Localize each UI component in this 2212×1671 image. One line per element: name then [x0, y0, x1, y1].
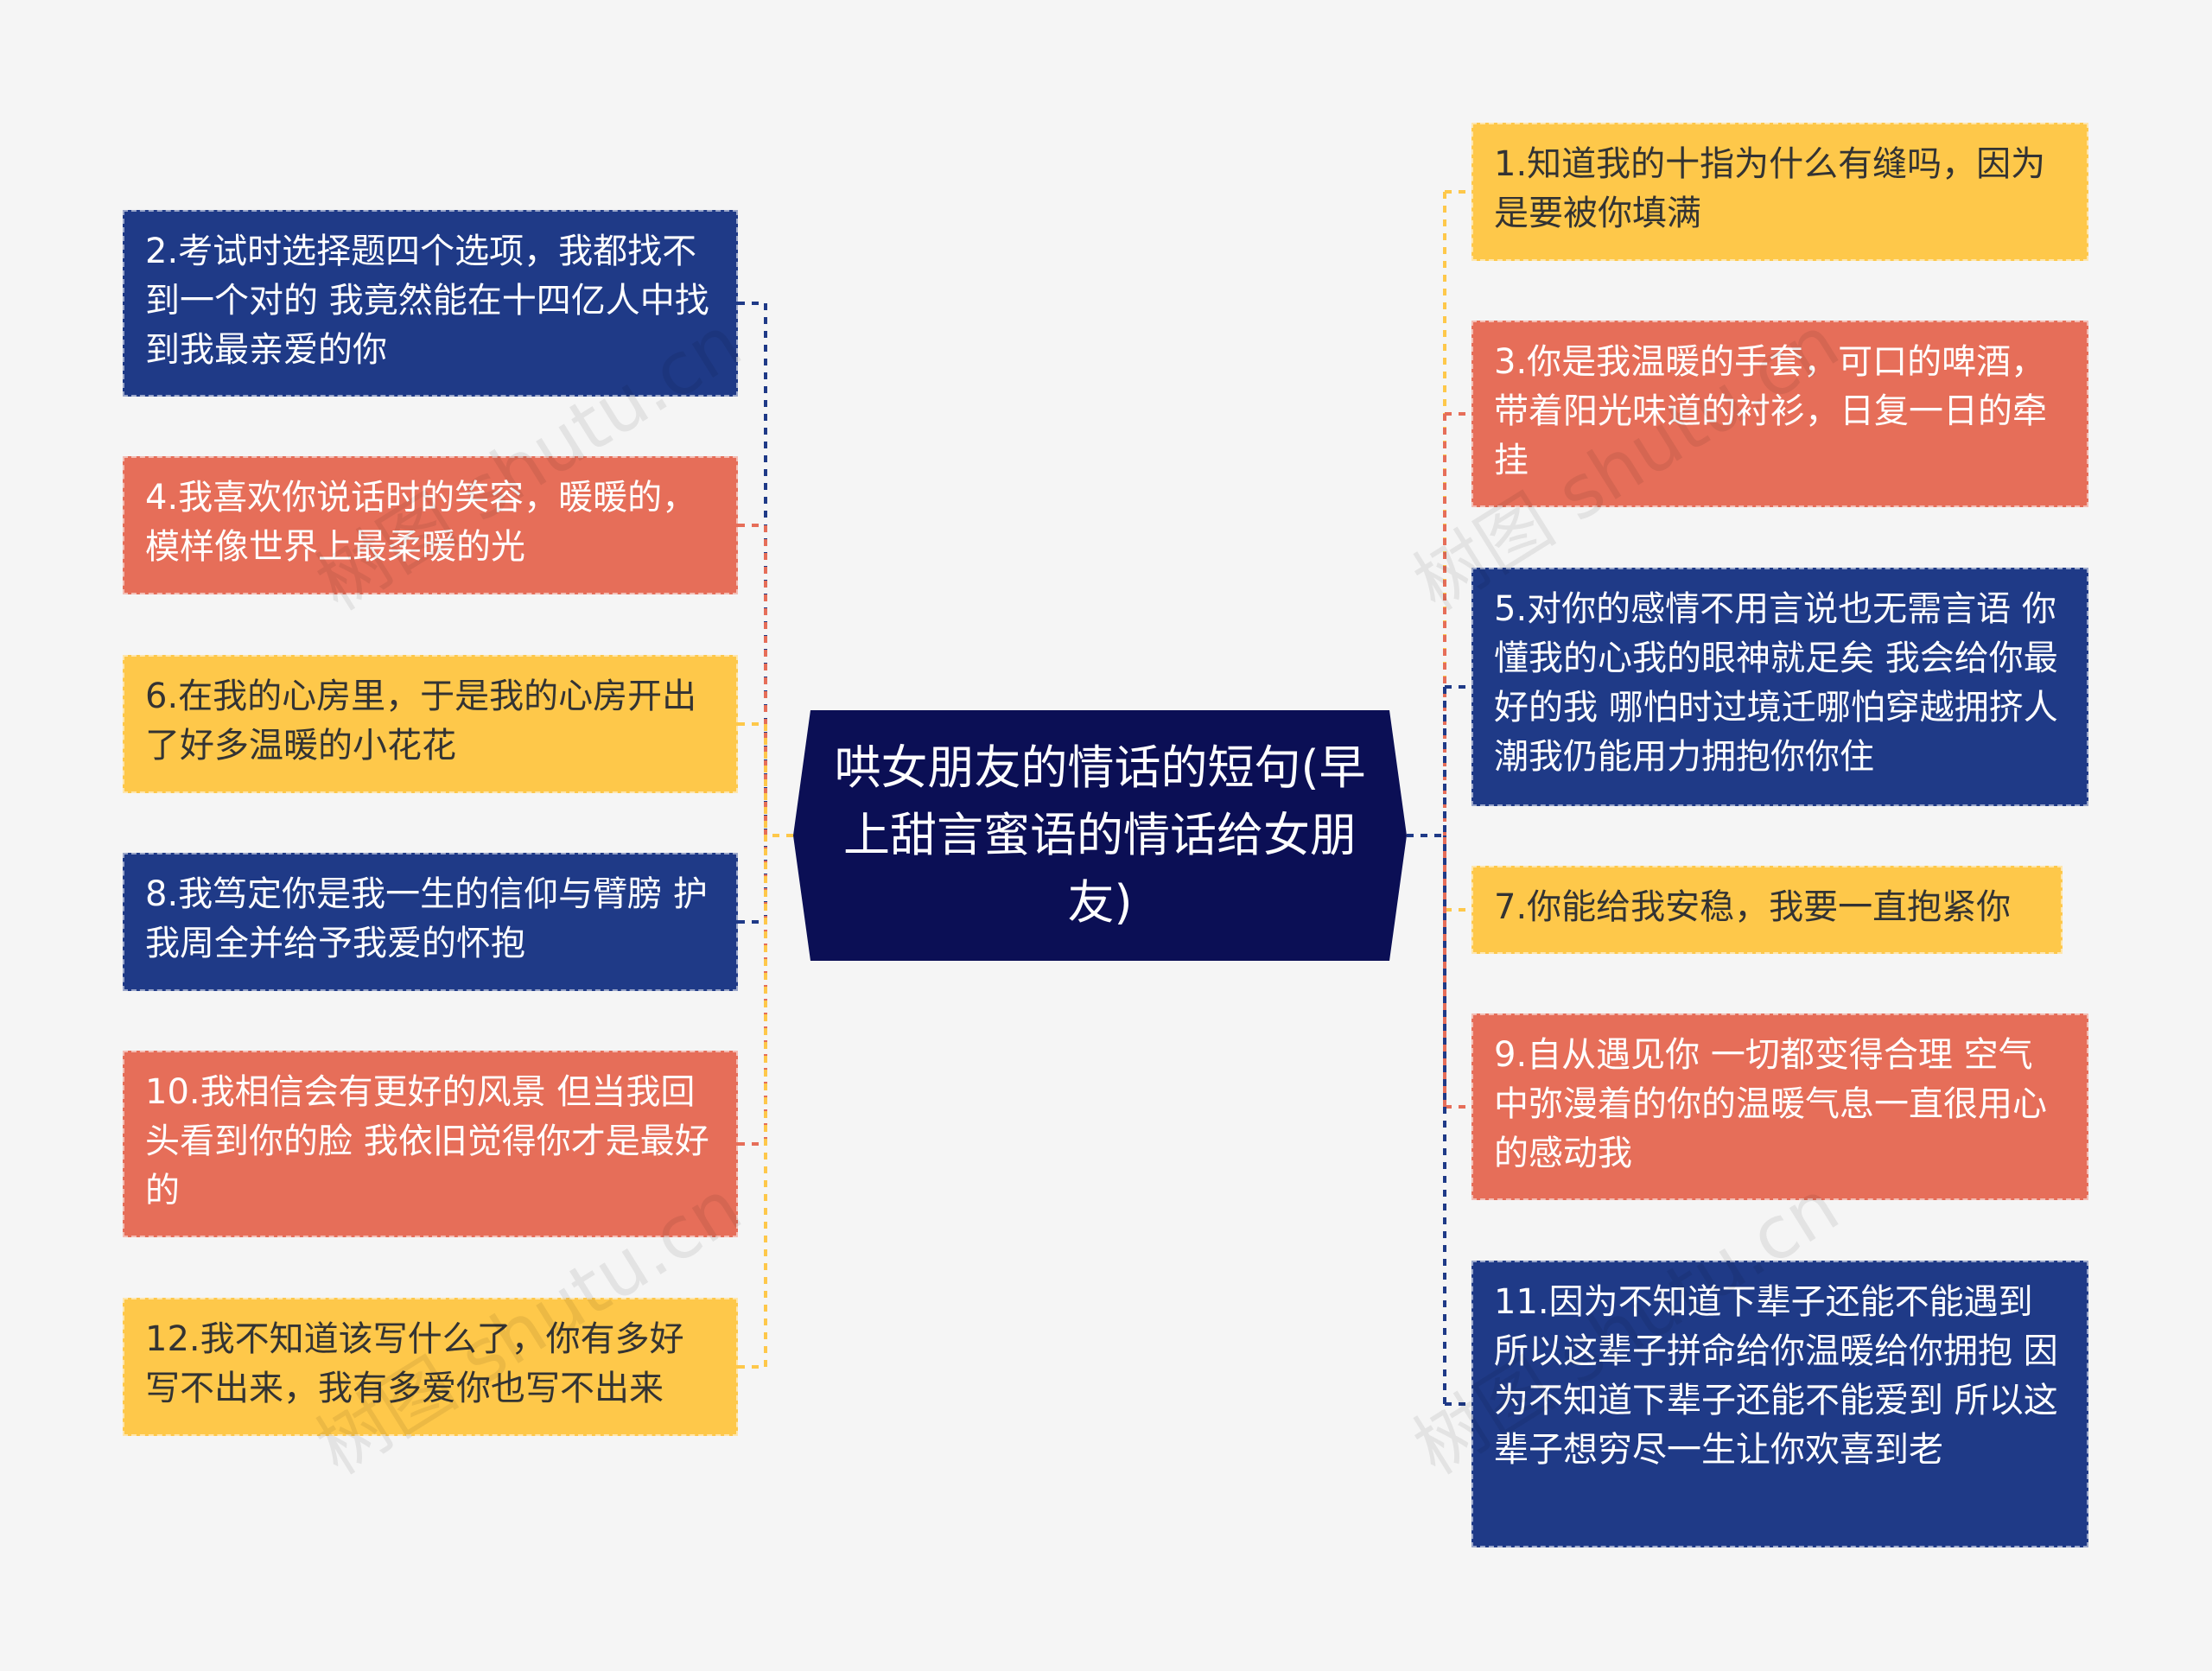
topic-node-11[interactable]: 11.因为不知道下辈子还能不能遇到 所以这辈子拼命给你温暖给你拥抱 因为不知道下… [1471, 1261, 2088, 1547]
topic-node-10[interactable]: 10.我相信会有更好的风景 但当我回头看到你的脸 我依旧觉得你才是最好的 [123, 1051, 738, 1237]
topic-node-9[interactable]: 9.自从遇见你 一切都变得合理 空气中弥漫着的你的温暖气息一直很用心的感动我 [1471, 1013, 2088, 1200]
topic-node-text: 10.我相信会有更好的风景 但当我回头看到你的脸 我依旧觉得你才是最好的 [145, 1072, 709, 1210]
topic-node-3[interactable]: 3.你是我温暖的手套，可口的啤酒，带着阳光味道的衬衫，日复一日的牵挂 [1471, 321, 2088, 507]
topic-node-text: 2.考试时选择题四个选项，我都找不到一个对的 我竟然能在十四亿人中找到我最亲爱的… [145, 232, 709, 370]
topic-node-1[interactable]: 1.知道我的十指为什么有缝吗，因为是要被你填满 [1471, 123, 2088, 261]
topic-node-text: 5.对你的感情不用言说也无需言语 你懂我的心我的眼神就足矣 我会给你最好的我 哪… [1494, 589, 2058, 777]
topic-node-text: 9.自从遇见你 一切都变得合理 空气中弥漫着的你的温暖气息一直很用心的感动我 [1494, 1035, 2047, 1173]
topic-node-2[interactable]: 2.考试时选择题四个选项，我都找不到一个对的 我竟然能在十四亿人中找到我最亲爱的… [123, 210, 738, 397]
topic-node-5[interactable]: 5.对你的感情不用言说也无需言语 你懂我的心我的眼神就足矣 我会给你最好的我 哪… [1471, 568, 2088, 806]
topic-node-text: 1.知道我的十指为什么有缝吗，因为是要被你填满 [1494, 144, 2046, 233]
central-topic-title: 哄女朋友的情话的短句(早上甜言蜜语的情话给女朋友) [834, 740, 1366, 930]
topic-node-text: 12.我不知道该写什么了，你有多好写不出来，我有多爱你也写不出来 [145, 1319, 684, 1408]
topic-node-text: 3.你是我温暖的手套，可口的啤酒，带着阳光味道的衬衫，日复一日的牵挂 [1494, 342, 2047, 480]
topic-node-text: 4.我喜欢你说话时的笑容，暖暖的，模样像世界上最柔暖的光 [145, 478, 697, 567]
topic-node-7[interactable]: 7.你能给我安稳，我要一直抱紧你 [1471, 866, 2063, 954]
central-topic-shape [793, 710, 1407, 961]
topic-node-4[interactable]: 4.我喜欢你说话时的笑容，暖暖的，模样像世界上最柔暖的光 [123, 456, 738, 594]
topic-node-text: 7.你能给我安稳，我要一直抱紧你 [1494, 887, 2012, 927]
topic-node-8[interactable]: 8.我笃定你是我一生的信仰与臂膀 护我周全并给予我爱的怀抱 [123, 853, 738, 991]
topic-node-6[interactable]: 6.在我的心房里，于是我的心房开出了好多温暖的小花花 [123, 655, 738, 793]
central-topic[interactable]: 哄女朋友的情话的短句(早上甜言蜜语的情话给女朋友) [793, 710, 1407, 961]
topic-node-text: 11.因为不知道下辈子还能不能遇到 所以这辈子拼命给你温暖给你拥抱 因为不知道下… [1494, 1282, 2058, 1470]
topic-node-text: 6.在我的心房里，于是我的心房开出了好多温暖的小花花 [145, 677, 697, 766]
topic-node-12[interactable]: 12.我不知道该写什么了，你有多好写不出来，我有多爱你也写不出来 [123, 1298, 738, 1436]
topic-node-text: 8.我笃定你是我一生的信仰与臂膀 护我周全并给予我爱的怀抱 [145, 874, 708, 963]
